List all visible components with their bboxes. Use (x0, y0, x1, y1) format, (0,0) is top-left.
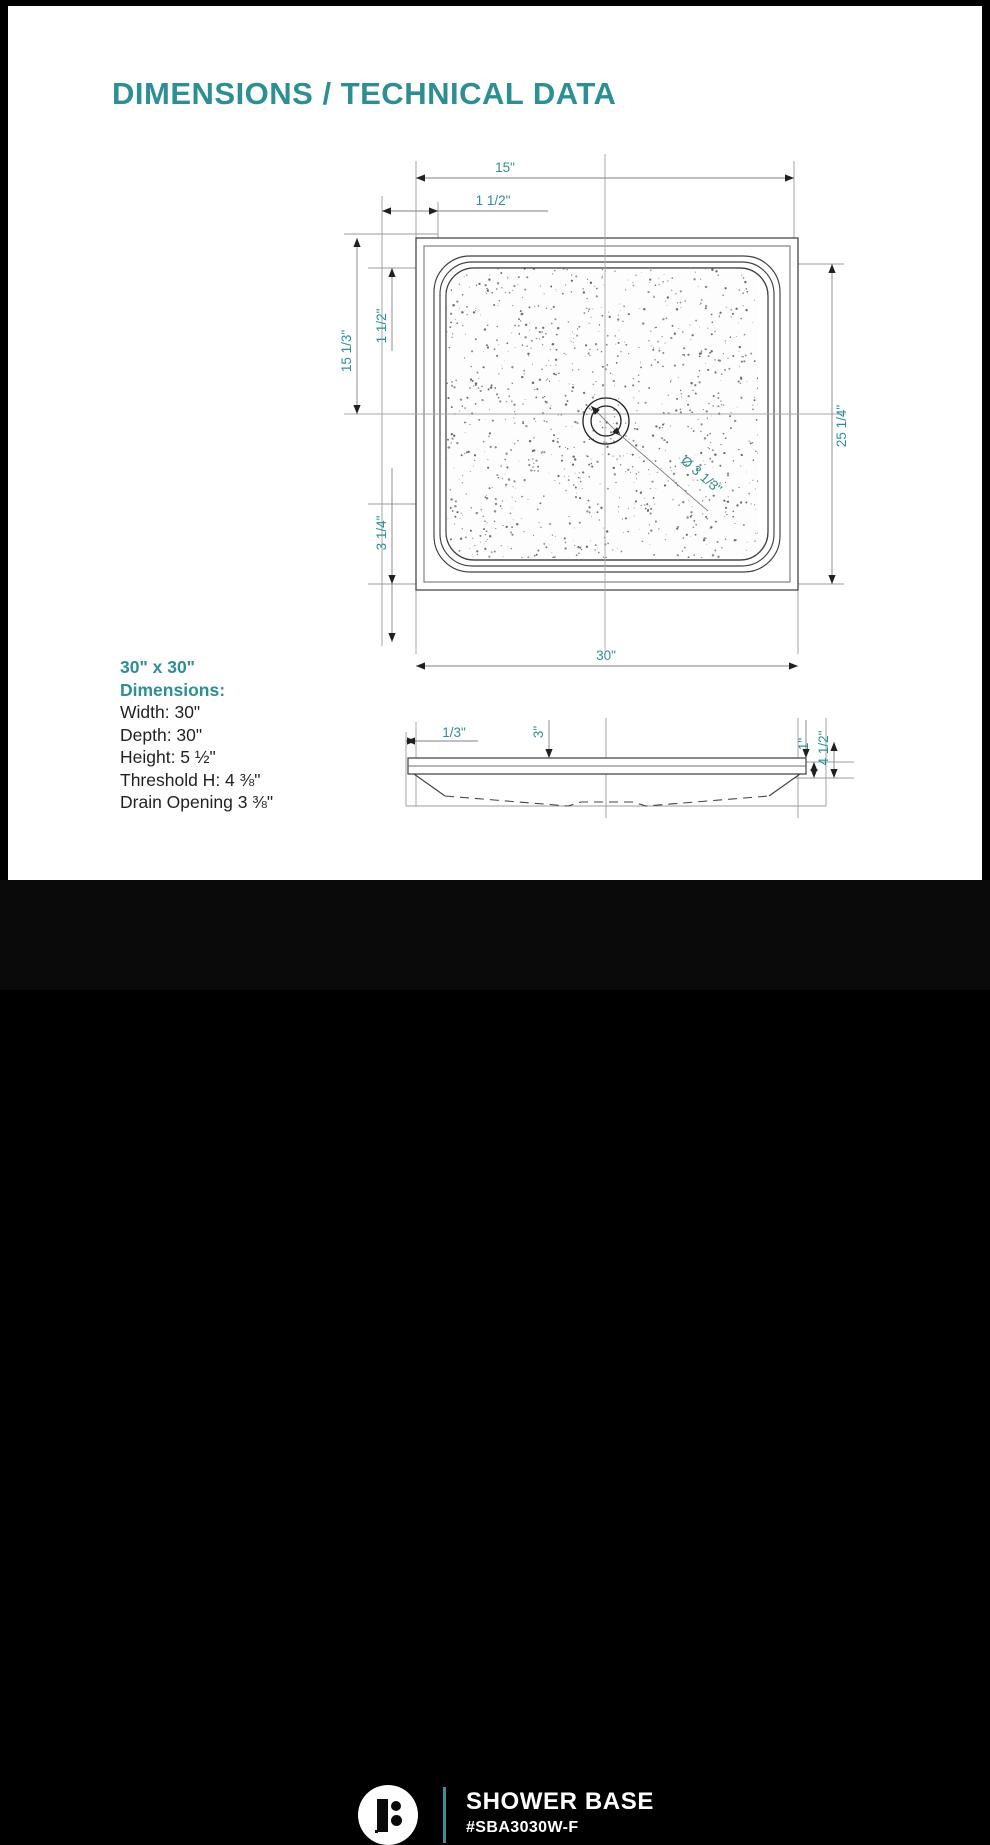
dim-top-inset: 1 1/2" (476, 193, 511, 208)
dim-left-overall: 15 1/3" (339, 330, 354, 373)
specifications-list: 30" x 30" Dimensions: Width: 30" Depth: … (120, 656, 370, 814)
drawing-sheet: DIMENSIONS / TECHNICAL DATA (8, 6, 982, 880)
logo-tick (375, 1830, 378, 1833)
spec-drain-opening: Drain Opening 3 ⅜" (120, 792, 274, 812)
technical-data-sheet: DIMENSIONS / TECHNICAL DATA (0, 6, 990, 1845)
spec-dimensions-label: Dimensions: (120, 679, 226, 700)
dim-top-overall: 15" (495, 160, 515, 175)
dim-left-inset: 1 1/2" (374, 308, 389, 343)
spec-width: Width: 30" (120, 702, 201, 722)
spec-size: 30" x 30" (120, 657, 195, 677)
spec-depth: Depth: 30" (120, 724, 203, 745)
logo-dot-upper (391, 1801, 401, 1811)
elev-dim-center: 3" (531, 726, 546, 739)
footer-product-name: SHOWER BASE (466, 1788, 654, 1815)
footer-bar: SHOWER BASE #SBA3030W-F (0, 880, 990, 1845)
logo-bar-shape (377, 1799, 388, 1832)
dim-right: 25 1/4" (834, 405, 849, 448)
elev-dim-right-outer: 4 1/2" (816, 730, 831, 765)
footer-divider (443, 1787, 446, 1843)
dim-left-lower: 3 1/4" (374, 515, 389, 550)
elev-dim-right-inner: 1" (796, 738, 811, 751)
elev-dim-left: 1/3" (442, 725, 466, 740)
page-title: DIMENSIONS / TECHNICAL DATA (112, 76, 617, 111)
logo-dot-lower (391, 1815, 402, 1826)
brand-logo-icon (358, 1785, 418, 1845)
plan-view-drawing: 15" 1 1/2" 15 1/3" 1 1/2" 3 1/4" 25 1/4"… (339, 154, 854, 818)
spec-height: Height: 5 ½" (120, 747, 216, 767)
footer-sku: #SBA3030W-F (466, 1819, 579, 1836)
dim-bottom: 30" (596, 648, 616, 663)
spec-threshold-height: Threshold H: 4 ⅜" (120, 769, 261, 790)
